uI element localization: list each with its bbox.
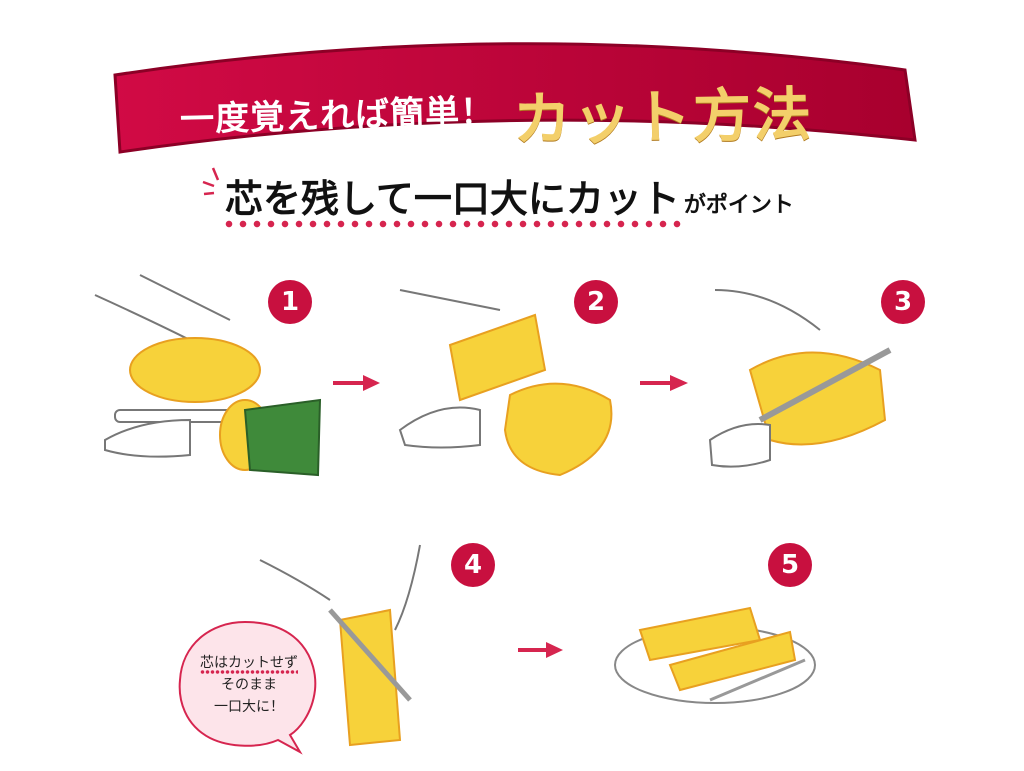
subtitle: 芯を残して一口大にカット がポイント <box>225 168 794 223</box>
step3-illustration <box>708 289 892 468</box>
arrow-icon <box>333 375 380 391</box>
bubble-line-1: 芯はカットせず <box>200 655 298 674</box>
step-number-3: 3 <box>881 280 925 324</box>
step-number-2: 2 <box>574 280 618 324</box>
speech-bubble <box>178 620 317 755</box>
arrow-icon <box>518 642 563 658</box>
bubble-line-2: そのまま <box>221 677 277 693</box>
banner-title: 一度覚えれば簡単！ カット方法 <box>180 70 860 154</box>
bubble-line-3: 一口大に！ <box>214 699 284 715</box>
step-number-5: 5 <box>768 543 812 587</box>
subtitle-main: 芯を残して一口大にカット <box>225 176 680 221</box>
fork-icon <box>709 658 806 702</box>
dotted-underline <box>222 220 684 228</box>
step-number-1: 1 <box>268 280 312 324</box>
step5-illustration <box>614 606 816 704</box>
bubble-text: 芯はカットせず そのまま 一口大に！ <box>184 652 314 718</box>
step4-illustration <box>259 544 421 747</box>
step-number-4: 4 <box>451 543 495 587</box>
banner-lead: 一度覚えれば簡単！ <box>179 91 496 140</box>
step1-illustration <box>94 274 322 477</box>
accent-marks-icon <box>202 167 220 196</box>
step2-illustration <box>398 289 613 477</box>
arrow-icon <box>640 375 688 391</box>
banner-main: カット方法 <box>512 80 814 154</box>
subtitle-tail: がポイント <box>683 192 794 218</box>
title-banner <box>113 42 917 154</box>
